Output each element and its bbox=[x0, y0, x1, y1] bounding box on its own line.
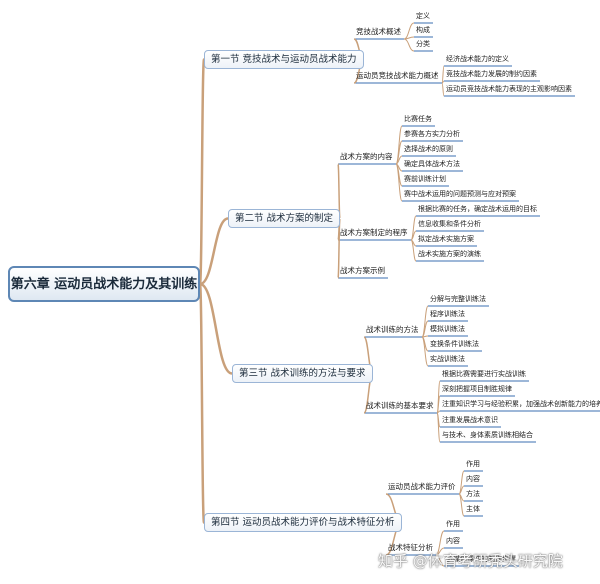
root-to-section-3-link bbox=[199, 282, 233, 375]
s1-sub-2-leaf-3[interactable]: 运动员竞技战术能力表现的主观影响因素 bbox=[446, 85, 572, 93]
s2-sub-1-leaf-2[interactable]: 参赛各方实力分析 bbox=[404, 130, 460, 138]
s3-sub-1-leaf-4[interactable]: 变换条件训练法 bbox=[430, 340, 479, 348]
s2-sub-2-to-leaf-4-link bbox=[410, 239, 417, 262]
s3-sub-1-leaf-3[interactable]: 模拟训练法 bbox=[430, 325, 465, 333]
s2-sub-1-leaf-6[interactable]: 赛中战术运用的问题预测与应对预案 bbox=[404, 190, 516, 198]
s4-sub-2-leaf-2[interactable]: 内容 bbox=[446, 537, 460, 545]
s1-sub-2[interactable]: 运动员竞技战术能力概述 bbox=[356, 71, 439, 80]
section-4-title[interactable]: 第四节 运动员战术能力评价与战术特征分析 bbox=[204, 513, 402, 532]
s3-sub-2-leaf-3[interactable]: 注重知识学习与经验积累，加强战术创新能力的培养 bbox=[442, 400, 600, 408]
s3-sub-1-leaf-1[interactable]: 分解与完整训练法 bbox=[430, 295, 486, 303]
s3-sub-2[interactable]: 战术训练的基本要求 bbox=[366, 401, 434, 410]
s3-sub-2-leaf-1[interactable]: 根据比赛需要进行实战训练 bbox=[442, 370, 526, 378]
s3-sub-1-leaf-2[interactable]: 程序训练法 bbox=[430, 310, 465, 318]
s1-sub-2-to-leaf-3-link bbox=[441, 82, 445, 97]
s1-sub-1-leaf-1[interactable]: 定义 bbox=[416, 12, 430, 20]
s2-sub-1-leaf-1[interactable]: 比赛任务 bbox=[404, 115, 432, 123]
s4-sub-1-leaf-1[interactable]: 作用 bbox=[466, 460, 480, 468]
s1-sub-1-leaf-3[interactable]: 分类 bbox=[416, 40, 430, 48]
s2-sub-2-leaf-1[interactable]: 根据比赛的任务，确定战术运用的目标 bbox=[418, 205, 537, 213]
root-to-section-2-link bbox=[199, 217, 229, 286]
s4-sub-1-leaf-4[interactable]: 主体 bbox=[466, 505, 480, 513]
s1-sub-1-to-leaf-3-link bbox=[403, 38, 415, 52]
s4-sub-2-to-leaf-3-link bbox=[435, 554, 445, 567]
s3-sub-2-to-leaf-5-link bbox=[436, 412, 441, 443]
section-3-title[interactable]: 第三节 战术训练的方法与要求 bbox=[232, 364, 373, 383]
root-topic[interactable]: 第六章 运动员战术能力及其训练 bbox=[8, 266, 200, 302]
section-2-title[interactable]: 第二节 战术方案的制定 bbox=[228, 209, 341, 228]
s4-sub-2[interactable]: 战术特征分析 bbox=[388, 543, 433, 552]
s2-sub-1-to-leaf-1-link bbox=[395, 125, 403, 165]
s4-sub-1-leaf-2[interactable]: 内容 bbox=[466, 475, 480, 483]
s2-sub-2-leaf-4[interactable]: 战术实施方案的演练 bbox=[418, 250, 481, 258]
s4-sub-1[interactable]: 运动员战术能力评价 bbox=[388, 482, 456, 491]
s1-sub-2-leaf-2[interactable]: 竞技战术能力发展的制约因素 bbox=[446, 70, 537, 78]
s2-sub-1-leaf-3[interactable]: 选择战术的原则 bbox=[404, 145, 453, 153]
root-to-section-1-link bbox=[198, 58, 206, 286]
s3-sub-1[interactable]: 战术训练的方法 bbox=[366, 325, 419, 334]
section-1-title[interactable]: 第一节 竞技战术与运动员战术能力 bbox=[204, 50, 364, 69]
s2-sub-1[interactable]: 战术方案的内容 bbox=[340, 152, 393, 161]
s2-sub-2-leaf-2[interactable]: 信息收集和条件分析 bbox=[418, 220, 481, 228]
s1-sub-1[interactable]: 竞技战术概述 bbox=[356, 27, 401, 36]
s2-sub-1-leaf-4[interactable]: 确定具体战术方法 bbox=[404, 160, 460, 168]
s4-sub-2-leaf-3[interactable]: 多媒体课件的制作步骤 bbox=[446, 555, 516, 563]
s3-sub-1-leaf-5[interactable]: 实战训练法 bbox=[430, 355, 465, 363]
s2-sub-2-leaf-3[interactable]: 拟定战术实施方案 bbox=[418, 235, 474, 243]
s3-sub-2-leaf-5[interactable]: 与技术、身体素质训练相结合 bbox=[442, 431, 533, 439]
s4-sub-1-leaf-3[interactable]: 方法 bbox=[466, 490, 480, 498]
watermark: 知乎 @体育考研秃头研究院 bbox=[378, 552, 563, 570]
s2-sub-2[interactable]: 战术方案制定的程序 bbox=[340, 228, 408, 237]
s3-sub-2-leaf-2[interactable]: 深刻把握项目制胜规律 bbox=[442, 385, 512, 393]
s2-sub-1-leaf-5[interactable]: 赛前训练计划 bbox=[404, 175, 446, 183]
root-to-section-4-link bbox=[198, 282, 206, 524]
s1-sub-1-leaf-2[interactable]: 构成 bbox=[416, 26, 430, 34]
s3-sub-2-leaf-4[interactable]: 注重发展战术意识 bbox=[442, 416, 498, 424]
s4-sub-2-leaf-1[interactable]: 作用 bbox=[446, 520, 460, 528]
s1-sub-2-to-leaf-1-link bbox=[441, 65, 445, 84]
s2-sub-1-to-leaf-6-link bbox=[395, 163, 403, 202]
s1-sub-2-leaf-1[interactable]: 经济战术能力的定义 bbox=[446, 55, 509, 63]
s3-sub-1-to-leaf-5-link bbox=[421, 336, 429, 367]
s4-sub-1-to-leaf-4-link bbox=[458, 493, 465, 517]
s2-sub-3[interactable]: 战术方案示例 bbox=[340, 266, 385, 275]
